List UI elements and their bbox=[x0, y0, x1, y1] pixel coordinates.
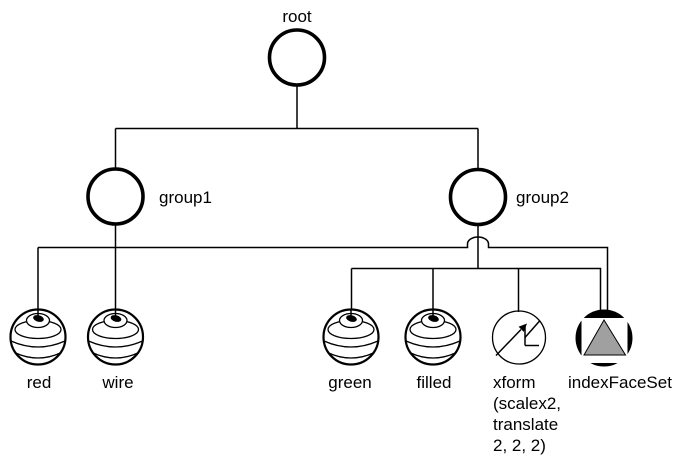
sphere-icon-red bbox=[9, 308, 67, 366]
wire-label: wire bbox=[101, 373, 133, 392]
tree-edges bbox=[37, 84, 609, 319]
green-label: green bbox=[328, 373, 371, 392]
transform-icon bbox=[491, 310, 547, 365]
root-node-circle bbox=[267, 28, 327, 87]
root-label: root bbox=[282, 7, 312, 26]
xform-detail-line-3: 2, 2, 2) bbox=[493, 436, 546, 455]
group2-label: group2 bbox=[516, 188, 569, 207]
xform-detail-line-2: translate bbox=[493, 415, 558, 434]
sphere-icon-wire bbox=[86, 308, 145, 366]
filled-label: filled bbox=[417, 373, 452, 392]
group1-node-circle bbox=[86, 167, 145, 226]
sphere-icon-filled bbox=[404, 308, 462, 366]
index-face-set-label: indexFaceSet bbox=[568, 373, 672, 392]
xform-detail-line-1: (scalex2, bbox=[493, 394, 561, 413]
xform-label: xform bbox=[493, 373, 536, 392]
indexed-face-set-icon bbox=[575, 309, 633, 367]
red-label: red bbox=[27, 373, 52, 392]
group1-label: group1 bbox=[159, 188, 212, 207]
sphere-icon-green bbox=[322, 308, 380, 366]
edge-group1-bus-with-hop bbox=[38, 236, 609, 316]
group2-node-circle bbox=[448, 167, 508, 227]
edge-group2-bus bbox=[351, 267, 602, 316]
